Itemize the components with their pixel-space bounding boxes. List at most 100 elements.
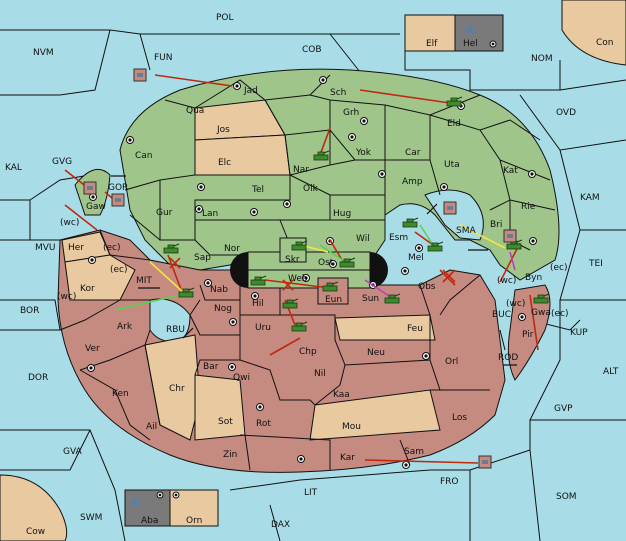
move-arrow [154, 74, 233, 87]
label-nab: Nab [210, 285, 228, 295]
army-unit-icon[interactable] [178, 287, 195, 298]
canal-capsule [230, 237, 388, 305]
units-layer [83, 68, 550, 469]
army-unit-icon[interactable] [427, 241, 444, 252]
label-uru: Uru [255, 323, 271, 333]
label-fro: FRO [440, 477, 459, 487]
label-tel: Tel [251, 185, 264, 195]
legend-label-aba: Aba [141, 516, 158, 526]
army-unit-icon[interactable] [291, 240, 308, 251]
label-ken: Ken [112, 389, 129, 399]
land-labels: Jad Sch Qua Grh Eld Jos Can Nar Yok Car … [26, 38, 614, 537]
label-bri: Bri [490, 220, 502, 230]
region-sot[interactable] [194, 374, 246, 441]
label-lit: LIT [304, 488, 318, 498]
army-unit-icon[interactable] [533, 293, 550, 304]
coast-labels: (wc) (ec) (ec) (wc) (ec) (wc) (wc) (ec) [57, 218, 569, 319]
move-arrow [364, 459, 479, 464]
label-som: SOM [556, 492, 577, 502]
label-kor-ec: (ec) [110, 265, 128, 275]
label-sot: Sot [218, 417, 233, 427]
army-unit-icon[interactable] [322, 281, 339, 292]
label-sap: Sap [194, 253, 211, 263]
label-bor: BOR [20, 306, 39, 316]
region-kor[interactable] [64, 254, 136, 301]
label-gwa-ec: (ec) [551, 309, 569, 319]
legend-label-elf: Elf [426, 39, 438, 49]
label-eun: Eun [325, 295, 342, 305]
label-eld: Eld [447, 119, 461, 129]
label-fun: FUN [154, 53, 173, 63]
label-swm: SWM [80, 513, 102, 523]
region-pir[interactable] [507, 284, 551, 381]
army-unit-icon[interactable] [282, 298, 299, 309]
label-rod: ROD [498, 353, 518, 363]
label-jad: Jad [243, 86, 258, 96]
label-skr: Skr [285, 255, 300, 265]
army-unit-icon[interactable] [250, 275, 267, 286]
legend-top: Elf Hel [404, 14, 504, 52]
army-unit-icon[interactable] [384, 293, 401, 304]
label-can: Can [135, 151, 153, 161]
label-mvu: MVU [35, 243, 56, 253]
move-arrow [319, 127, 331, 156]
convoy-arrow [114, 294, 181, 311]
army-unit-icon[interactable] [313, 150, 330, 161]
label-ail: Ail [146, 422, 157, 432]
label-byn-wc: (wc) [497, 276, 516, 286]
label-kam: KAM [580, 193, 600, 203]
label-bar: Bar [203, 362, 219, 372]
label-rie: Rie [521, 202, 536, 212]
label-amp: Amp [402, 177, 423, 187]
fleet-icon [129, 498, 141, 505]
label-chp: Chp [299, 347, 317, 357]
label-byn-ec: (ec) [550, 263, 568, 273]
legend-label-hel: Hel [463, 39, 478, 49]
label-pir: Pir [522, 330, 534, 340]
label-hug: Hug [333, 209, 351, 219]
label-byn: Byn [525, 273, 542, 283]
label-gur: Gur [156, 208, 173, 218]
sea-rbu[interactable] [149, 298, 191, 342]
region-mou[interactable] [309, 389, 441, 441]
label-jos: Jos [216, 125, 230, 135]
label-mou: Mou [342, 422, 361, 432]
label-uta: Uta [444, 160, 460, 170]
region-feu[interactable] [334, 314, 436, 341]
move-arrow [264, 279, 331, 289]
army-unit-icon[interactable] [446, 96, 463, 107]
label-nvm: NVM [33, 48, 54, 58]
label-ark: Ark [117, 322, 133, 332]
army-unit-icon[interactable] [339, 257, 356, 268]
army-unit-icon[interactable] [402, 217, 419, 228]
move-arrow [499, 242, 521, 283]
label-gwa: Gwa [531, 308, 551, 318]
fleet-unit-icon[interactable] [478, 455, 492, 469]
label-sma: SMA [456, 226, 476, 236]
label-gvp: GVP [554, 404, 573, 414]
fleet-unit-icon[interactable] [133, 68, 147, 82]
fleet-unit-icon[interactable] [83, 181, 97, 195]
fleet-unit-icon[interactable] [111, 193, 125, 207]
army-unit-icon[interactable] [163, 243, 180, 254]
label-tei: TEI [588, 259, 603, 269]
label-kor-wc: (wc) [57, 292, 76, 302]
support-arrow [149, 261, 184, 293]
fleet-unit-icon[interactable] [443, 201, 457, 215]
label-olk: Olk [303, 184, 319, 194]
label-gwa-wc: (wc) [506, 299, 525, 309]
label-car: Car [405, 148, 421, 158]
move-arrow [359, 89, 451, 104]
move-arrow [529, 294, 539, 351]
region-elc[interactable] [194, 134, 291, 176]
label-los: Los [452, 413, 467, 423]
label-buc: BUC [492, 310, 511, 320]
fleet-unit-icon[interactable] [503, 229, 517, 243]
label-sch: Sch [330, 88, 346, 98]
label-her-wc: (wc) [60, 218, 79, 228]
army-unit-icon[interactable] [291, 321, 308, 332]
label-grh: Grh [343, 108, 359, 118]
label-ost: Ost [318, 258, 334, 268]
region-cow[interactable] [0, 474, 68, 541]
label-feu: Feu [407, 324, 423, 334]
